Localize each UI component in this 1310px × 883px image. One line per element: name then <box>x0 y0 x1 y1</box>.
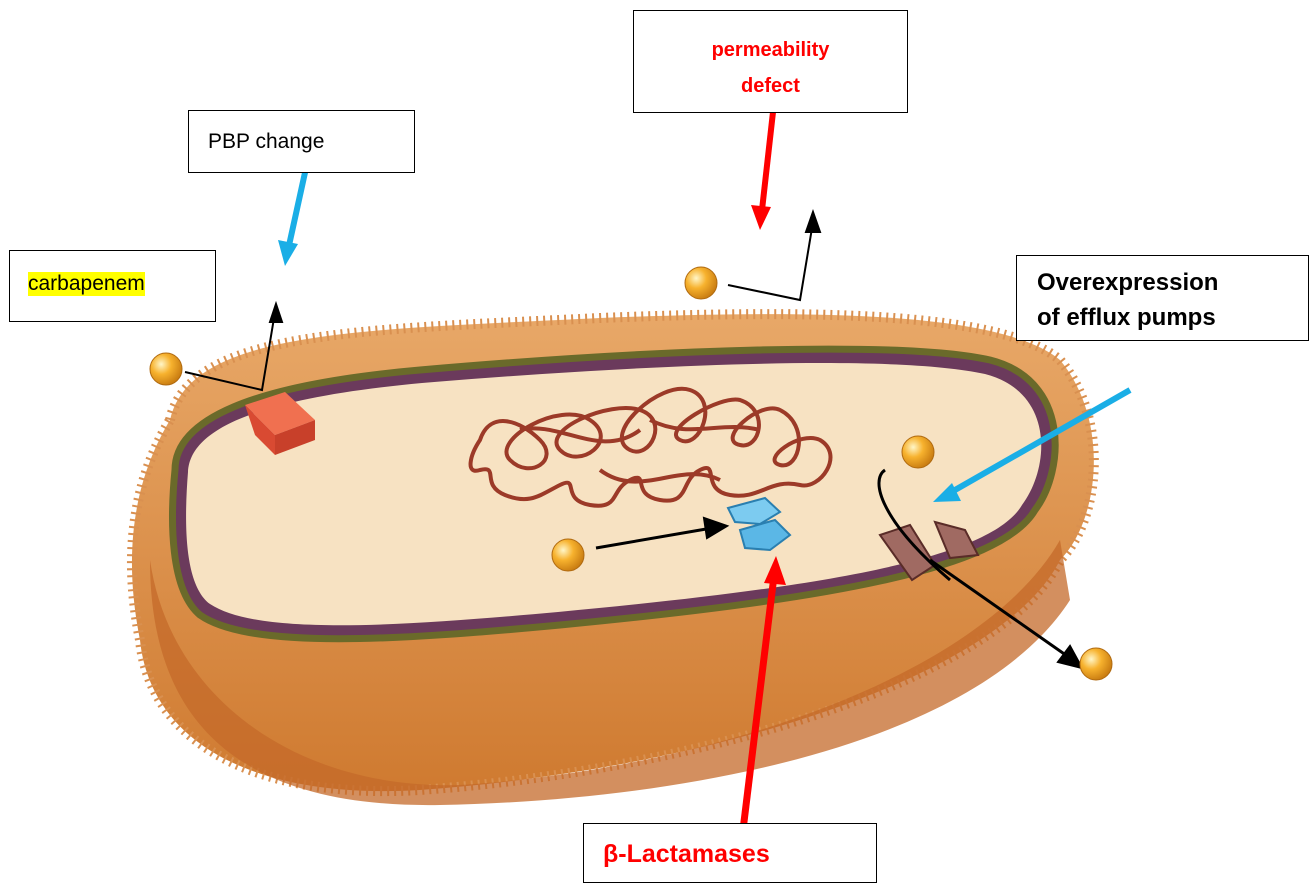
beta-lactamases-text: β-Lactamases <box>603 840 770 869</box>
efflux-pumps-label: Overexpression of efflux pumps <box>1016 255 1309 341</box>
carbapenem-text: carbapenem <box>28 272 145 296</box>
permeability-defect-label: permeability defect <box>633 10 908 113</box>
pbp-change-text: PBP change <box>208 130 324 154</box>
permeability-label-line1: permeability <box>634 40 907 60</box>
molecule-cytoplasm <box>552 539 584 571</box>
permeability-callout-arrowhead <box>751 205 771 230</box>
permeability-label-line2: defect <box>634 76 907 96</box>
pbp-callout-arrowhead <box>278 240 298 266</box>
efflux-label-line1: Overexpression <box>1037 269 1218 297</box>
molecule-permeability <box>685 267 717 299</box>
efflux-exit-arrowhead <box>1058 646 1082 668</box>
permeability-callout-arrow <box>762 112 773 210</box>
molecule-efflux-outer <box>1080 648 1112 680</box>
molecule-carbapenem <box>150 353 182 385</box>
carbapenem-label: carbapenem <box>9 250 216 322</box>
permeability-entry-arrow <box>728 222 813 300</box>
molecule-efflux-inner <box>902 436 934 468</box>
carbapenem-entry-arrowhead <box>270 304 282 322</box>
pbp-callout-arrow <box>288 168 306 250</box>
pbp-change-label: PBP change <box>188 110 415 173</box>
beta-lactamases-label: β-Lactamases <box>583 823 877 883</box>
efflux-label-line2: of efflux pumps <box>1037 304 1216 332</box>
permeability-entry-arrowhead <box>806 212 820 232</box>
